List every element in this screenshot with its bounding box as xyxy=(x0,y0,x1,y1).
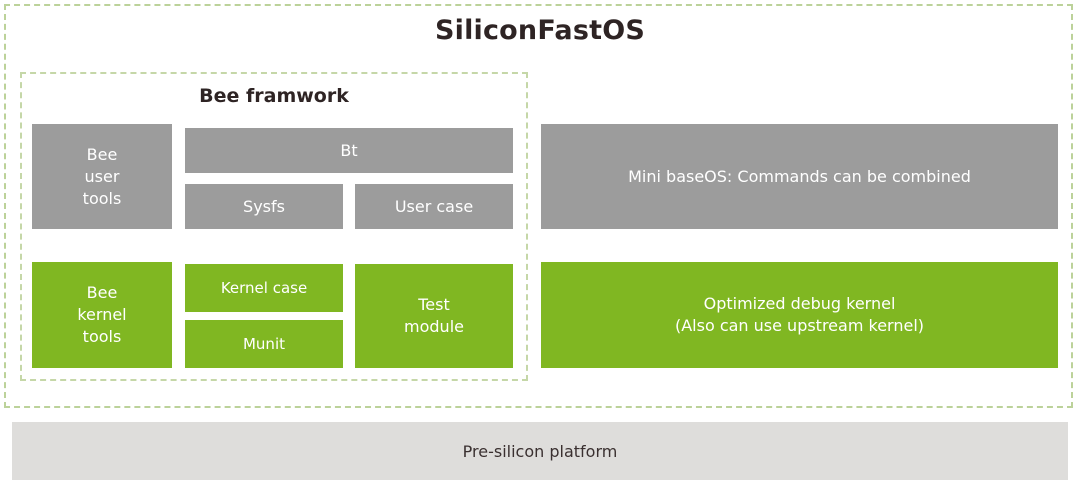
siliconfastos-boundary xyxy=(4,4,1073,408)
bee-framework-title: Bee framwork xyxy=(199,85,349,107)
block-bee-kernel-tools: Bee kernel tools xyxy=(32,262,172,368)
block-bee-user-tools: Bee user tools xyxy=(32,124,172,229)
block-mini-baseos: Mini baseOS: Commands can be combined xyxy=(541,124,1058,229)
bee-framework-boundary xyxy=(20,72,528,381)
block-test-module: Test module xyxy=(355,264,513,368)
pre-silicon-platform-bar: Pre-silicon platform xyxy=(12,422,1068,480)
pre-silicon-platform-label: Pre-silicon platform xyxy=(462,441,618,461)
block-user-case: User case xyxy=(355,184,513,229)
block-bt: Bt xyxy=(185,128,513,173)
block-kernel-case: Kernel case xyxy=(185,264,343,312)
block-optimized-debug-kernel: Optimized debug kernel (Also can use ups… xyxy=(541,262,1058,368)
page-title: SiliconFastOS xyxy=(434,15,646,46)
block-munit: Munit xyxy=(185,320,343,368)
block-sysfs: Sysfs xyxy=(185,184,343,229)
